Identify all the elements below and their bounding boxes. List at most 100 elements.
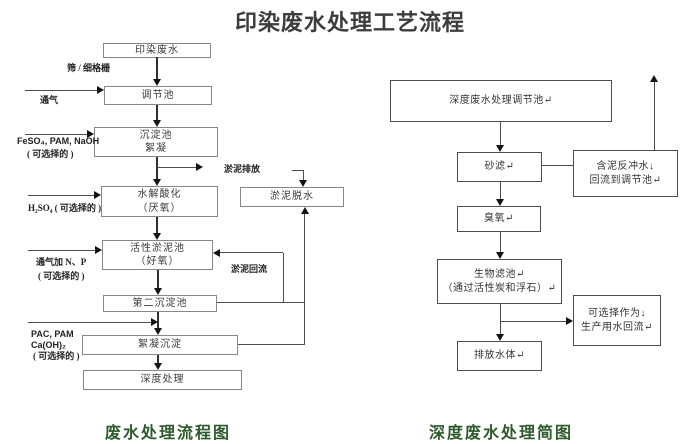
feed-line-np <box>28 250 95 251</box>
connector-activated-to-secondary <box>157 270 159 288</box>
arrow-right-icon <box>566 317 573 325</box>
caption-left-diagram: 废水处理流程图 <box>104 425 231 442</box>
label-caoh2: Ca(OH)₂ <box>31 340 66 350</box>
arrow-down-icon <box>153 120 161 127</box>
label-aeration-np: 通气加 N、P <box>36 257 87 267</box>
sludge-discharge-elbow-h <box>292 170 304 171</box>
box-label: 第二沉淀池 <box>132 297 188 309</box>
box-sedimentation-pool: 沉淀池 絮凝 <box>94 127 218 157</box>
sludge-return-line-h2 <box>220 252 283 253</box>
arrow-down-icon <box>299 180 307 187</box>
arrow-right-icon <box>87 130 94 138</box>
box-label: 絮凝 <box>145 143 167 154</box>
arrow-down-icon <box>496 145 504 152</box>
sludge-discharge-elbow-v <box>303 170 304 180</box>
feed-line-aeration <box>25 90 97 91</box>
arrow-right-icon <box>95 246 102 254</box>
arrow-down-icon <box>154 363 162 370</box>
box-label: 生产用水回流↵ <box>581 321 653 333</box>
connector-adjust-to-sand <box>500 122 501 145</box>
arrow-down-icon <box>153 233 161 240</box>
label-optional-3: ( 可选择的 ) <box>33 351 80 361</box>
box-label: 调节池 <box>141 89 175 101</box>
box-label: （通过活性炭和浮石）↵ <box>442 282 557 294</box>
box-sludge-dewatering: 淤泥脱水 <box>240 187 344 207</box>
sludge-return-line-h1 <box>217 302 305 303</box>
arrow-right-icon <box>196 163 203 171</box>
box-label: 生物滤池↵ <box>474 269 525 280</box>
feed-line-h2so4 <box>28 195 94 196</box>
box-label: （厌氧） <box>137 202 182 214</box>
box-activated-sludge: 活性淤泥池 （好氧） <box>102 240 213 270</box>
box-label: 印染废水 <box>135 44 179 56</box>
box-label: 排放水体↵ <box>474 350 525 362</box>
arrow-down-icon <box>154 288 162 295</box>
box-label: 水解酸化 <box>137 189 182 200</box>
caption-right-diagram: 深度废水处理简图 <box>428 425 573 442</box>
connector-hydrolysis-to-activated <box>156 217 158 233</box>
label-sludge-discharge: 淤泥排放 <box>224 164 261 174</box>
connector-backwash-up <box>654 82 655 150</box>
arrow-down-icon <box>154 328 162 335</box>
label-optional-1: ( 可选择的 ) <box>27 149 74 159</box>
page-title: 印染废水处理工艺流程 <box>234 10 465 35</box>
sludge-discharge-line <box>157 167 196 168</box>
arrow-down-icon <box>496 199 504 206</box>
connector-biofilter-to-reuse <box>500 321 566 322</box>
box-label: 活性淤泥池 <box>130 242 185 254</box>
connector-adjust-to-sediment <box>156 105 158 120</box>
box-hydrolysis: 水解酸化 （厌氧） <box>101 186 218 217</box>
box-advanced-treatment: 深度处理 <box>83 370 242 390</box>
box-coagulation-sedimentation: 絮凝沉淀 <box>82 335 238 355</box>
arrow-right-icon <box>97 86 104 94</box>
box-label: 回流到调节池↵ <box>589 174 662 186</box>
label-aeration: 通气 <box>40 95 59 105</box>
arrow-down-icon <box>496 252 504 259</box>
arrow-down-icon <box>153 179 161 186</box>
box-label: 絮凝沉淀 <box>138 339 182 351</box>
label-h2so4: H₂SO₄ ( 可选择的 ) <box>28 203 102 213</box>
box-sand-filter: 砂滤↵ <box>457 152 542 182</box>
connector-ozone-to-biofilter <box>500 232 501 252</box>
box-label: 臭氧↵ <box>484 213 514 225</box>
box-deep-adjust-pool: 深度废水处理调节池↵ <box>390 80 612 122</box>
box-label: （好氧） <box>135 256 180 267</box>
arrow-down-icon <box>153 79 161 86</box>
label-sludge-return: 淤泥回流 <box>231 264 268 274</box>
box-biofilter: 生物滤池↵ （通过活性炭和浮石）↵ <box>437 259 562 304</box>
connector-coagulate-to-advanced <box>157 355 159 363</box>
box-label: 含泥反冲水↓ <box>596 161 655 172</box>
box-label: 深度废水处理调节池↵ <box>449 95 553 107</box>
box-ozone: 臭氧↵ <box>457 206 541 232</box>
connector-sand-to-ozone <box>500 182 501 199</box>
box-label: 可选择作为↓ <box>588 308 646 319</box>
arrow-up-icon <box>301 207 309 214</box>
box-discharge-water: 排放水体↵ <box>457 341 542 371</box>
arrow-right-icon <box>151 318 158 326</box>
label-optional-2: ( 可选择的 ) <box>38 271 85 281</box>
arrow-down-icon <box>496 334 504 341</box>
box-raw-wastewater: 印染废水 <box>103 43 211 58</box>
connector-raw-to-adjust <box>156 57 158 79</box>
arrow-up-icon <box>650 75 658 82</box>
sludge-line-from-coagulate <box>238 344 305 345</box>
sludge-return-line-v1 <box>283 253 284 303</box>
box-label: 淤泥脱水 <box>270 191 314 203</box>
box-label: 沉淀池 <box>139 129 173 141</box>
connector-sediment-to-hydrolysis <box>156 157 158 179</box>
box-label: 砂滤↵ <box>484 161 515 173</box>
label-pac-pam: PAC, PAM <box>31 329 74 339</box>
connector-biofilter-to-discharge <box>500 304 501 334</box>
box-adjust-pool: 调节池 <box>104 86 212 105</box>
connector-secondary-to-coagulate <box>157 312 159 328</box>
box-reuse-water: 可选择作为↓ 生产用水回流↵ <box>573 295 661 346</box>
connector-sand-to-backwash <box>542 165 573 166</box>
label-screen: 筛 / 细格栅 <box>67 63 111 73</box>
arrow-left-icon <box>213 249 220 257</box>
box-secondary-sedimentation: 第二沉淀池 <box>103 295 217 312</box>
feed-line-feso4 <box>25 134 87 135</box>
box-backwash-return: 含泥反冲水↓ 回流到调节池↵ <box>573 150 678 197</box>
sludge-riser-line <box>304 214 305 345</box>
arrow-right-icon <box>94 191 101 199</box>
